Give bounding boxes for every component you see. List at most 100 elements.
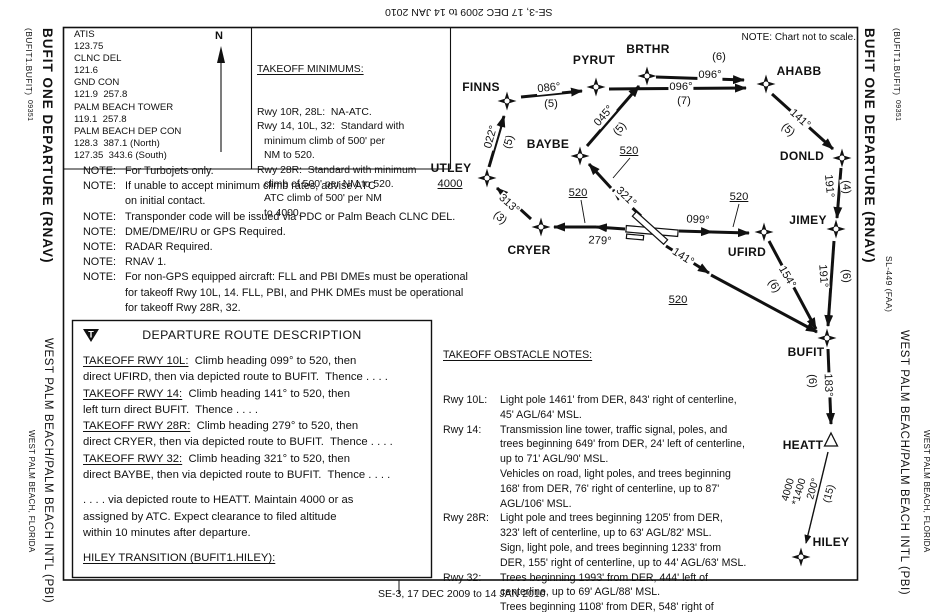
not-to-scale-note: NOTE: Chart not to scale.	[741, 32, 857, 43]
note-prefix: NOTE:	[83, 271, 116, 284]
obstacle-runway-label: Rwy 14:	[443, 423, 482, 436]
route-description-title: DEPARTURE ROUTE DESCRIPTION	[142, 328, 362, 342]
waypoint-symbol-brthr	[637, 66, 657, 86]
waypoint-label: PYRUT	[572, 53, 616, 67]
course-label: 183°	[821, 372, 835, 398]
route-description-body: TAKEOFF RWY 10L: Climb heading 099° to 5…	[72, 342, 432, 567]
frequency-line: 121.9 257.8	[74, 89, 128, 101]
route-lead: HILEY TRANSITION (BUFIT1.HILEY):	[83, 552, 276, 565]
route-line: assigned by ATC. Expect clearance to fil…	[83, 510, 337, 523]
right-airport-label: WEST PALM BEACH/PALM BEACH INTL (PBI)	[898, 330, 910, 596]
minimums-line: to 4000.	[264, 207, 302, 219]
waypoint-label: JIMEY	[789, 213, 827, 227]
course-label: (7)	[676, 95, 692, 107]
note-prefix: NOTE:	[83, 210, 116, 223]
note-prefix: NOTE:	[83, 225, 116, 238]
north-label: N	[215, 30, 223, 42]
left-procedure-title: BUFIT ONE DEPARTURE (RNAV)	[40, 28, 55, 264]
course-label: (6)	[839, 267, 853, 285]
obstacle-text: Light pole and trees beginning 1205' fro…	[500, 511, 746, 570]
course-label: 279°	[587, 234, 613, 248]
minimums-line: NM to 520.	[264, 150, 315, 162]
note-text: If unable to accept minimum climb rates,…	[125, 179, 376, 209]
obstacle-text: Trees beginning 1993' from DER, 444' lef…	[500, 571, 714, 612]
route-text: Climb heading 321° to 520, then	[182, 452, 350, 465]
route-line: direct BAYBE, then via depicted route to…	[83, 469, 391, 482]
obstacle-line: 168' from DER, 76' right of centerline, …	[500, 482, 720, 495]
north-arrow-icon	[217, 46, 225, 152]
frequency-line: CLNC DEL	[74, 53, 122, 65]
obstacle-line: Light pole 1461' from DER, 843' right of…	[500, 393, 737, 406]
takeoff-minimums-section: TAKEOFF MINIMUMS: Rwy 10R, 28L: NA-ATC.R…	[257, 34, 416, 250]
note-text: RNAV 1.	[125, 255, 166, 270]
chart-notes-section: NOTE:For Turbojets only.NOTE:If unable t…	[83, 164, 468, 316]
note-line: RADAR Required.	[125, 241, 213, 254]
right-procedure-code: (BUFIT1.BUFIT)09351	[892, 28, 902, 122]
waypoint-label: UTLEY	[430, 161, 472, 175]
frequency-line: 119.1 257.8	[74, 113, 127, 125]
procedure-code-text: (BUFIT1.BUFIT)	[24, 28, 34, 96]
left-procedure-code: (BUFIT1.BUFIT)09351	[24, 28, 34, 122]
frequency-line: GND CON	[74, 77, 120, 89]
route-line: direct CRYER, then via depicted route to…	[83, 436, 393, 449]
right-chart-reference: SL-449 (FAA)	[884, 256, 894, 313]
waypoint-label: BUFIT	[787, 345, 825, 359]
route-paragraph: . . . . via depicted route to HEATT. Mai…	[83, 492, 426, 541]
waypoint-symbol-baybe	[570, 146, 590, 166]
route-line: TAKEOFF RWY 32: Climb heading 321° to 52…	[83, 451, 426, 467]
runway-diagram-icon	[625, 210, 679, 246]
note-row: NOTE:RADAR Required.	[83, 240, 468, 255]
obstacle-line: Light pole and trees beginning 1205' fro…	[500, 512, 723, 525]
obstacle-entry: Rwy 28R:Light pole and trees beginning 1…	[443, 511, 746, 570]
course-label: (4)	[839, 178, 853, 196]
chart-border	[62, 26, 859, 581]
obstacle-line: up to 71' AGL/90' MSL.	[500, 453, 609, 466]
note-line: If unable to accept minimum climb rates,…	[125, 180, 376, 193]
course-label: 099°	[685, 213, 711, 227]
obstacle-line: Transmission line tower, traffic signal,…	[500, 423, 728, 436]
note-line: for takeoff Rwy 28R, 32.	[125, 301, 241, 314]
obstacle-line: 323' left of centerline, up to 63' AGL/8…	[500, 527, 712, 540]
obstacle-notes-heading: TAKEOFF OBSTACLE NOTES:	[443, 348, 593, 361]
obstacle-text: Transmission line tower, traffic signal,…	[500, 423, 745, 512]
leader-520-baybe	[612, 157, 631, 179]
obstacle-text: Light pole 1461' from DER, 843' right of…	[500, 393, 737, 423]
leg-baybe-brthr	[585, 85, 641, 147]
note-text: Transponder code will be issued via PDC …	[125, 210, 455, 225]
waypoint-symbol-utley	[477, 168, 497, 188]
note-line: Transponder code will be issued via PDC …	[125, 210, 456, 223]
runway-14-32	[631, 210, 669, 246]
frequency-line: 128.3 387.1 (North)	[74, 137, 160, 149]
route-text: Climb heading 279° to 520, then	[190, 420, 359, 433]
course-label: 191°	[821, 172, 837, 200]
route-paragraph: TAKEOFF RWY 10L: Climb heading 099° to 5…	[83, 353, 426, 386]
minimums-line: climb of 500' per NM to 520.	[264, 179, 394, 191]
takeoff-minimums-heading: TAKEOFF MINIMUMS:	[257, 63, 364, 75]
course-label: 096°	[668, 81, 694, 93]
course-label: (6)	[711, 51, 727, 63]
leader-520-ufird	[732, 203, 740, 228]
minimums-line: ATC climb of 500' per NM	[264, 193, 382, 205]
obstacle-entry: Rwy 10L:Light pole 1461' from DER, 843' …	[443, 393, 746, 423]
note-row: NOTE: For non-GPS equipped aircraft: FLL …	[83, 270, 468, 316]
course-label: 191°	[816, 263, 830, 289]
note-line: on initial contact.	[125, 195, 206, 208]
route-line: TAKEOFF RWY 14: Climb heading 141° to 52…	[83, 386, 426, 402]
leg-rwy-cryer-a	[595, 223, 626, 233]
obstacle-line: 45' AGL/64' MSL.	[500, 408, 582, 421]
takeoff-minimums-lines: Rwy 10R, 28L: NA-ATC.Rwy 14, 10L, 32: St…	[257, 106, 416, 221]
takeoff-minimums-triangle-icon: T	[83, 329, 99, 348]
course-label: 096°	[697, 69, 723, 81]
note-line: For non-GPS equipped aircraft: FLL and P…	[125, 271, 468, 284]
svg-text:T: T	[88, 330, 94, 340]
obstacle-line: Trees beginning 1993' from DER, 444' lef…	[500, 571, 708, 584]
waypoint-label: CRYER	[507, 243, 551, 257]
leader-520-cryer	[580, 199, 586, 224]
route-line: HILEY TRANSITION (BUFIT1.HILEY):	[83, 550, 426, 566]
leg-donld-jimey	[833, 167, 843, 219]
altitude-label: 520	[728, 191, 750, 203]
leg-jimey-bufit	[824, 240, 836, 327]
route-text: . . . . via depicted route to HEATT. Mai…	[83, 494, 354, 507]
note-prefix: NOTE:	[83, 165, 116, 177]
